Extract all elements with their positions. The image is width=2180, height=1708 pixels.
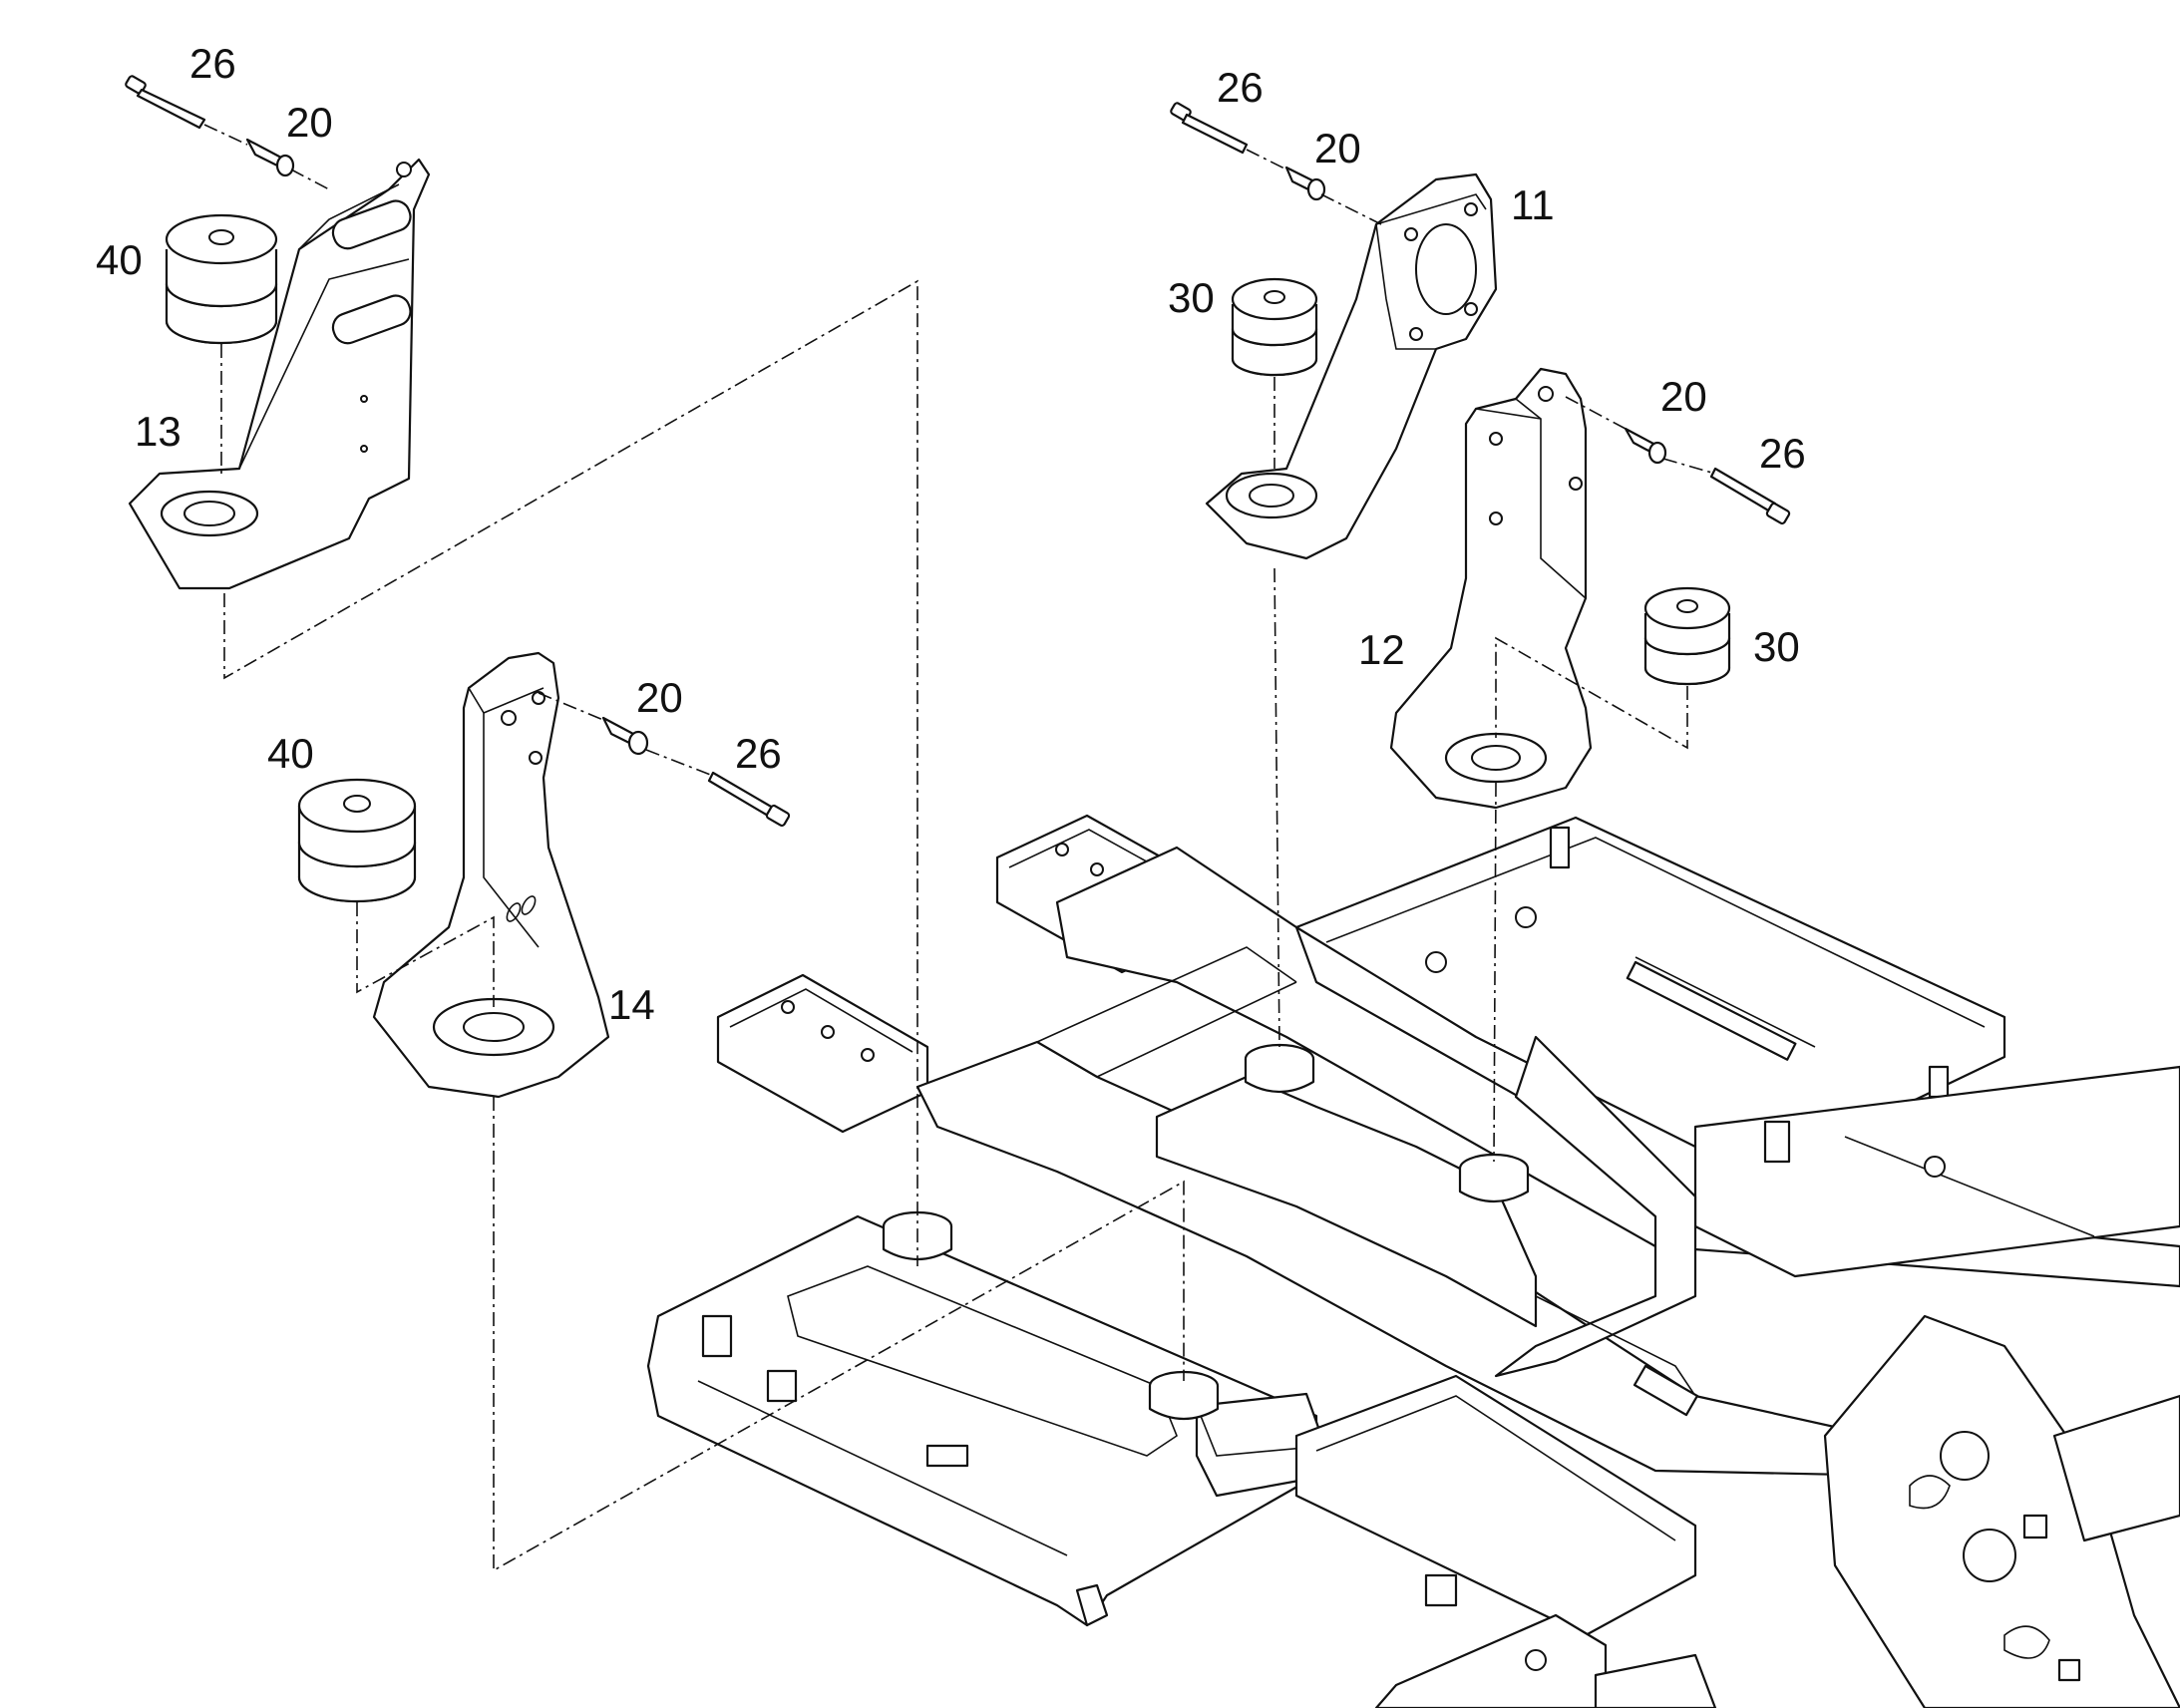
- callout-30-b: 30: [1753, 623, 1800, 670]
- machine-frame: [646, 814, 2180, 1708]
- spacer-20-a: [245, 138, 295, 177]
- bolt-26-c: [1709, 467, 1791, 525]
- callout-labels: 26 20 40 13 26 20 11 30 20 26 12 30 40 2…: [96, 40, 1806, 1028]
- rubber-mount-40-a: [165, 213, 278, 345]
- callout-12: 12: [1358, 626, 1405, 673]
- callout-30-a: 30: [1168, 274, 1215, 321]
- callout-26-b: 26: [1217, 64, 1264, 111]
- rubber-mount-30-b: [1643, 586, 1731, 686]
- callout-13: 13: [135, 408, 182, 455]
- callout-26-d: 26: [735, 730, 782, 777]
- callout-14: 14: [608, 981, 655, 1028]
- bolt-26-a: [125, 75, 206, 130]
- bolt-26-d: [707, 771, 791, 828]
- callout-20-c: 20: [1660, 373, 1707, 420]
- callout-11: 11: [1511, 181, 1555, 228]
- callout-20-a: 20: [286, 99, 333, 146]
- callout-20-d: 20: [636, 674, 683, 721]
- callout-26-a: 26: [189, 40, 236, 87]
- spacer-20-d: [601, 716, 649, 756]
- rubber-mount-30-a: [1231, 277, 1318, 377]
- bracket-13: [128, 158, 431, 590]
- bracket-12: [1389, 367, 1593, 810]
- spacer-20-c: [1624, 427, 1667, 465]
- callout-20-b: 20: [1314, 125, 1361, 171]
- callout-40-a: 40: [96, 236, 143, 283]
- rubber-mount-40-b: [297, 778, 417, 903]
- bracket-14: [372, 651, 610, 1099]
- callout-40-b: 40: [267, 730, 314, 777]
- callout-26-c: 26: [1759, 430, 1806, 477]
- bracket-11: [1205, 172, 1498, 560]
- bolt-26-b: [1170, 102, 1249, 155]
- spacer-20-b: [1284, 166, 1326, 201]
